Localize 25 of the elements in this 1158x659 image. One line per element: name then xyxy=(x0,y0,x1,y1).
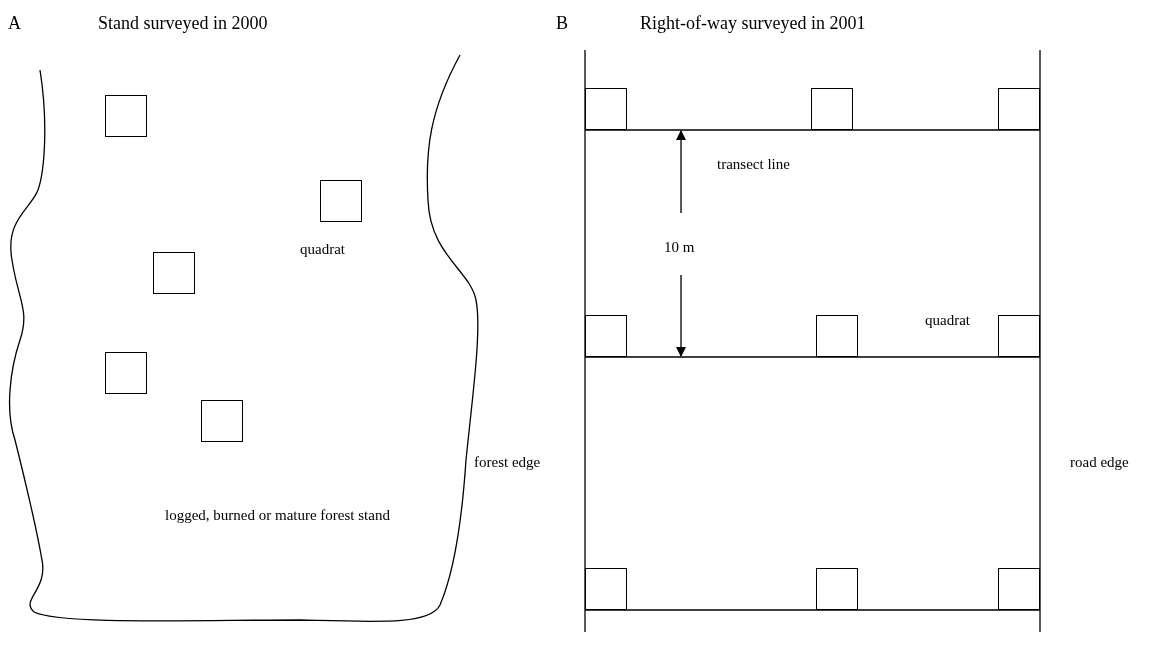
part-label: quadrat xyxy=(925,313,970,328)
quadrat-box xyxy=(201,400,243,442)
panel-title: Stand surveyed in 2000 xyxy=(98,14,268,32)
quadrat-box xyxy=(816,315,858,357)
title-letter: A xyxy=(8,14,21,32)
quadrat-box xyxy=(105,95,147,137)
quadrat-box xyxy=(585,315,627,357)
part-label: quadrat xyxy=(300,242,345,257)
area-label: logged, burned or mature forest stand xyxy=(165,508,390,523)
quadrat-box xyxy=(998,315,1040,357)
boundary-label: forest edge xyxy=(474,455,541,470)
boundary-label: road edge xyxy=(1070,455,1129,470)
title-letter: B xyxy=(556,14,568,32)
quadrat-box xyxy=(585,88,627,130)
panel-title: Right-of-way surveyed in 2001 xyxy=(640,14,866,32)
dimension-label: 10 m xyxy=(664,240,695,255)
quadrat-box xyxy=(320,180,362,222)
quadrat-box xyxy=(811,88,853,130)
quadrat-box xyxy=(998,568,1040,610)
quadrat-box xyxy=(998,88,1040,130)
quadrat-box xyxy=(153,252,195,294)
quadrat-box xyxy=(585,568,627,610)
part-label: transect line xyxy=(717,157,790,172)
quadrat-box xyxy=(105,352,147,394)
quadrat-box xyxy=(816,568,858,610)
